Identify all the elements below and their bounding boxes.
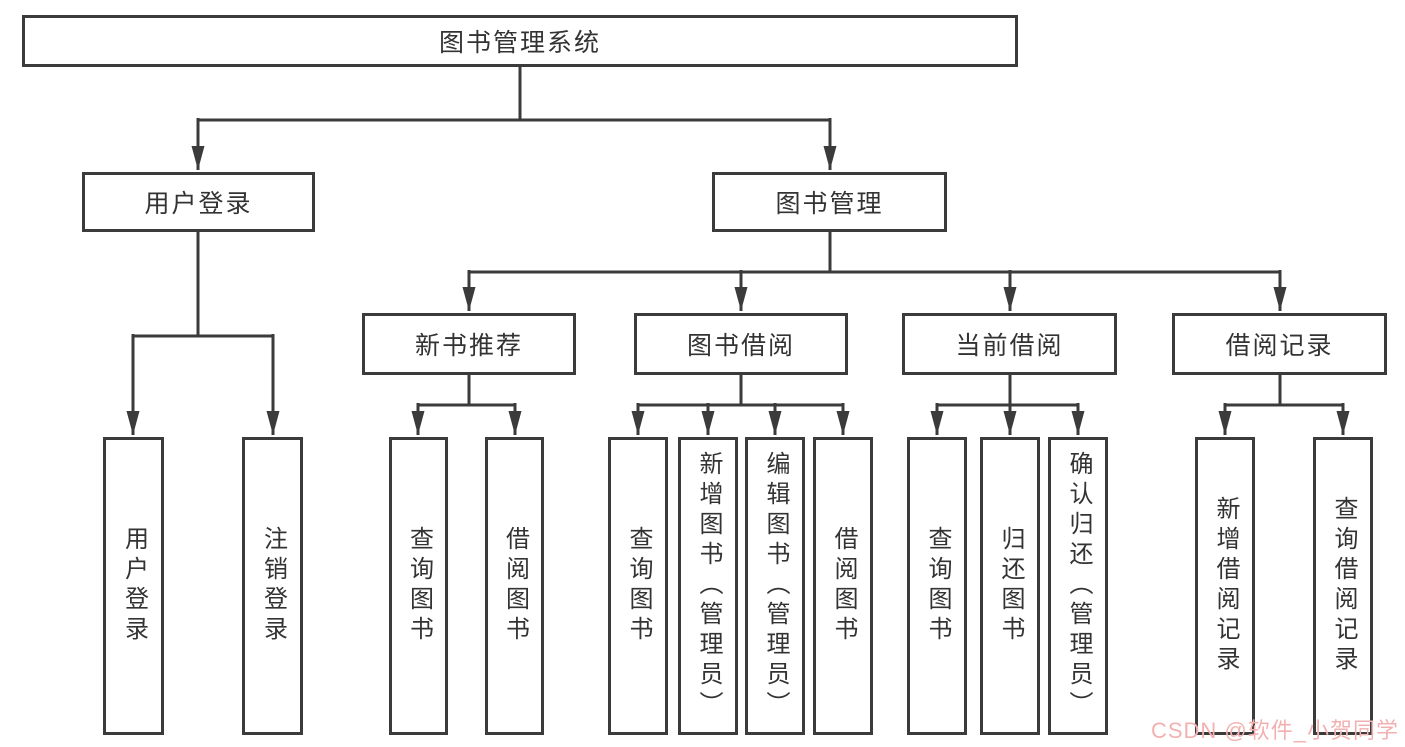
node-user-login: 用户登录 [82,172,315,232]
leaf-borrow-book-2-label: 借阅图书 [830,526,857,646]
node-book-borrow: 图书借阅 [634,313,848,375]
node-borrow-records-label: 借阅记录 [1225,332,1334,360]
leaf-query-book-3: 查询图书 [907,437,967,735]
csdn-watermark: CSDN @软件_小贺同学 [1150,718,1399,743]
node-root-label: 图书管理系统 [438,29,601,57]
leaf-add-book-admin: 新增图书（管理员） [678,437,738,735]
node-book-borrow-label: 图书借阅 [686,332,795,360]
leaf-query-book-1-label: 查询图书 [405,526,433,646]
leaf-query-book-3-label: 查询图书 [924,526,951,646]
leaf-query-borrow-record: 查询借阅记录 [1313,437,1373,735]
node-root: 图书管理系统 [22,15,1018,67]
node-current-borrow-label: 当前借阅 [955,332,1064,360]
leaf-confirm-return-admin: 确认归还（管理员） [1048,437,1108,735]
leaf-borrow-book-2: 借阅图书 [813,437,873,735]
leaf-add-borrow-record-label: 新增借阅记录 [1212,496,1239,676]
leaf-add-book-admin-label: 新增图书（管理员） [695,451,722,721]
node-new-book-recommend: 新书推荐 [362,313,576,375]
leaf-edit-book-admin: 编辑图书（管理员） [745,437,805,735]
leaf-borrow-book-1-label: 借阅图书 [501,526,529,646]
leaf-query-borrow-record-label: 查询借阅记录 [1330,496,1357,676]
leaf-user-login-label: 用户登录 [120,526,148,646]
leaf-query-book-2: 查询图书 [608,437,668,735]
node-current-borrow: 当前借阅 [902,313,1117,375]
leaf-query-book-2-label: 查询图书 [625,526,652,646]
leaf-return-book-label: 归还图书 [997,526,1024,646]
leaf-borrow-book-1: 借阅图书 [485,437,544,735]
leaf-return-book: 归还图书 [980,437,1040,735]
node-new-book-recommend-label: 新书推荐 [414,332,523,360]
node-user-login-label: 用户登录 [144,190,253,218]
leaf-query-book-1: 查询图书 [389,437,448,735]
leaf-logout-label: 注销登录 [259,526,287,646]
node-book-management-label: 图书管理 [775,190,884,218]
leaf-confirm-return-admin-label: 确认归还（管理员） [1065,451,1092,721]
node-book-management: 图书管理 [712,172,947,232]
leaf-add-borrow-record: 新增借阅记录 [1195,437,1255,735]
leaf-logout: 注销登录 [242,437,303,735]
node-borrow-records: 借阅记录 [1172,313,1387,375]
leaf-edit-book-admin-label: 编辑图书（管理员） [762,451,789,721]
leaf-user-login: 用户登录 [103,437,164,735]
